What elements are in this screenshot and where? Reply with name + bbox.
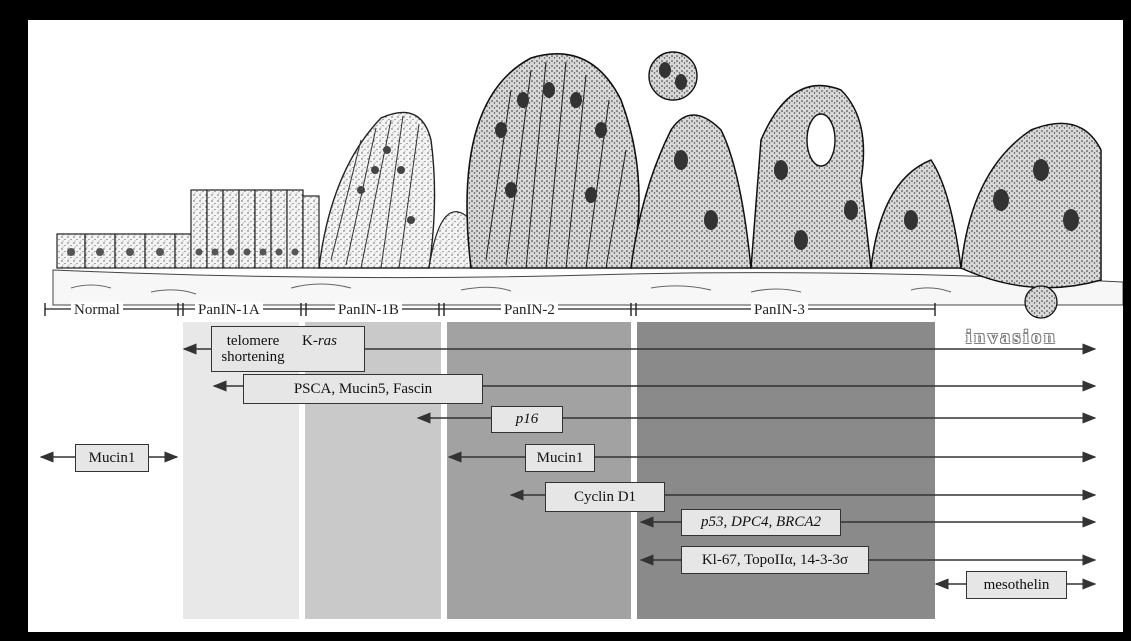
marker-telomere-label: telomere shortening — [218, 333, 288, 365]
diagram-canvas: Normal PanIN-1A PanIN-1B PanIN-2 PanIN-3… — [28, 20, 1123, 632]
marker-cyclin-d1: Cyclin D1 — [545, 482, 665, 512]
stage-label-normal: Normal — [71, 302, 123, 319]
invasion-label: invasion — [966, 327, 1058, 349]
marker-p53-dpc4-brca2: p53, DPC4, BRCA2 — [681, 509, 841, 536]
marker-ki67-suffix: , 14-3-3 — [793, 552, 841, 569]
marker-psca-mucin5-fascin: PSCA, Mucin5, Fascin — [243, 374, 483, 404]
marker-mucin1: Mucin1 — [525, 444, 595, 472]
marker-telomere-kras: telomere shortening K-ras — [211, 326, 365, 372]
marker-ki67-sigma: σ — [840, 552, 848, 569]
marker-ki67-alpha: α — [785, 552, 793, 569]
marker-p16: p16 — [491, 406, 563, 433]
marker-kras-label: K-ras — [302, 333, 337, 349]
histology-illustration — [31, 20, 1123, 632]
diagram-frame: Normal PanIN-1A PanIN-1B PanIN-2 PanIN-3… — [8, 8, 1123, 633]
marker-ki67-prefix: Kl-67, TopoII — [702, 552, 785, 569]
stage-label-panin-1b: PanIN-1B — [335, 302, 402, 319]
marker-mesothelin: mesothelin — [966, 571, 1067, 599]
marker-p16-label: p16 — [516, 411, 539, 428]
normal-cells — [57, 234, 191, 268]
marker-kras-prefix: K- — [302, 333, 318, 349]
stage-label-panin-3: PanIN-3 — [751, 302, 808, 319]
stage-label-panin-2: PanIN-2 — [501, 302, 558, 319]
marker-mucin1-normal: Mucin1 — [75, 444, 149, 472]
marker-kras-gene: ras — [318, 333, 337, 349]
stage-label-panin-1a: PanIN-1A — [195, 302, 263, 319]
marker-p53-label: p53, DPC4, BRCA2 — [701, 514, 821, 531]
